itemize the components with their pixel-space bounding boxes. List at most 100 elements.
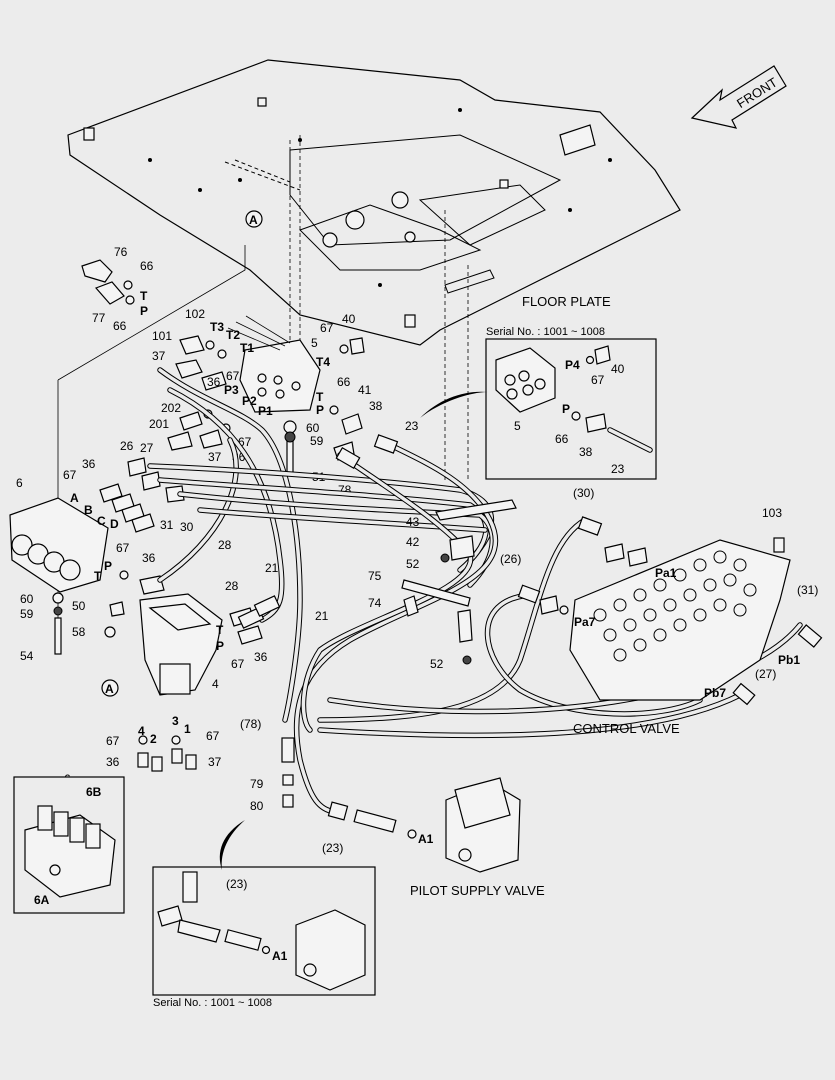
svg-text:66: 66: [113, 319, 127, 333]
svg-text:5: 5: [514, 419, 521, 433]
svg-text:B: B: [84, 503, 93, 517]
svg-text:6B: 6B: [86, 785, 102, 799]
svg-text:A: A: [70, 491, 79, 505]
svg-text:A1: A1: [418, 832, 434, 846]
svg-text:28: 28: [218, 538, 232, 552]
pilot-supply-valve: A1 PILOT SUPPLY VALVE: [407, 777, 545, 898]
svg-text:103: 103: [762, 506, 782, 520]
svg-text:38: 38: [369, 399, 383, 413]
svg-text:Pa7: Pa7: [574, 615, 596, 629]
inset-solenoid-6: 6 6B 6A: [13, 772, 125, 914]
svg-text:52: 52: [406, 557, 420, 571]
svg-text:P: P: [216, 639, 224, 653]
svg-text:26: 26: [120, 439, 134, 453]
svg-text:1: 1: [184, 722, 191, 736]
svg-text:Serial No. : 1001 ~ 1008: Serial No. : 1001 ~ 1008: [486, 326, 605, 338]
svg-text:74: 74: [368, 596, 382, 610]
svg-text:4: 4: [212, 677, 219, 691]
svg-text:T: T: [140, 289, 148, 303]
svg-text:3: 3: [172, 714, 179, 728]
svg-text:60: 60: [306, 421, 320, 435]
svg-text:(26): (26): [500, 552, 521, 566]
svg-text:T: T: [316, 390, 324, 404]
svg-text:59: 59: [20, 607, 34, 621]
svg-text:36: 36: [254, 650, 268, 664]
svg-text:36: 36: [82, 457, 96, 471]
svg-text:66: 66: [140, 259, 154, 273]
fittings-101-102: 102 101 37 36 67: [152, 307, 240, 391]
svg-text:80: 80: [250, 799, 264, 813]
svg-text:Pb1: Pb1: [778, 653, 800, 667]
svg-text:36: 36: [142, 551, 156, 565]
front-arrow: FRONT: [690, 65, 787, 129]
svg-text:A: A: [105, 682, 114, 696]
svg-text:27: 27: [140, 441, 154, 455]
svg-text:(30): (30): [573, 486, 594, 500]
svg-text:A1: A1: [272, 949, 288, 963]
svg-text:59: 59: [310, 434, 324, 448]
svg-text:40: 40: [611, 362, 625, 376]
svg-text:67: 67: [206, 729, 220, 743]
svg-text:67: 67: [106, 734, 120, 748]
svg-text:67: 67: [231, 657, 245, 671]
svg-text:79: 79: [250, 777, 264, 791]
svg-text:P: P: [562, 402, 570, 416]
svg-text:67: 67: [320, 321, 334, 335]
pilot-valve-4: 50 58 4 A T P 67 36: [72, 593, 268, 697]
svg-text:40: 40: [342, 312, 356, 326]
svg-text:102: 102: [185, 307, 205, 321]
svg-text:(23): (23): [322, 841, 343, 855]
svg-text:37: 37: [208, 755, 222, 769]
svg-text:P3: P3: [224, 383, 239, 397]
svg-text:66: 66: [555, 432, 569, 446]
svg-text:T2: T2: [226, 328, 240, 342]
svg-text:23: 23: [405, 419, 419, 433]
svg-text:30: 30: [180, 520, 194, 534]
svg-text:101: 101: [152, 329, 172, 343]
svg-text:67: 67: [226, 369, 240, 383]
pilot-valve-ports: 4 2 3 1 67 67 36 37: [106, 714, 222, 772]
svg-text:38: 38: [579, 445, 593, 459]
svg-text:60: 60: [20, 592, 34, 606]
svg-text:21: 21: [265, 561, 279, 575]
marker-a-top: A: [245, 210, 263, 228]
svg-text:6: 6: [16, 476, 23, 490]
pilot-supply-valve-caption: PILOT SUPPLY VALVE: [410, 883, 545, 898]
svg-text:43: 43: [406, 515, 420, 529]
solenoid-valve-6: 6 67 36 A B C D 67 36 P T 26 27 31 30 60…: [9, 439, 194, 663]
svg-text:P2: P2: [242, 394, 257, 408]
svg-text:(31): (31): [797, 583, 818, 597]
svg-text:67: 67: [591, 373, 605, 387]
svg-text:P4: P4: [565, 358, 580, 372]
svg-text:6A: 6A: [34, 893, 50, 907]
inset-serial-top: Serial No. : 1001 ~ 1008 P4 40 67 5 P 66…: [485, 326, 657, 480]
svg-text:T4: T4: [316, 355, 330, 369]
svg-text:(78): (78): [240, 717, 261, 731]
svg-text:50: 50: [72, 599, 86, 613]
svg-text:42: 42: [406, 535, 420, 549]
fittings-40-67: 67 40: [320, 312, 365, 355]
svg-text:75: 75: [368, 569, 382, 583]
inset-pointer-arrow-bottom: [219, 820, 245, 870]
svg-text:P: P: [140, 304, 148, 318]
svg-text:T1: T1: [240, 341, 254, 355]
svg-text:4: 4: [138, 724, 145, 738]
svg-text:28: 28: [225, 579, 239, 593]
svg-text:58: 58: [72, 625, 86, 639]
svg-text:P: P: [104, 559, 112, 573]
svg-text:77: 77: [92, 311, 106, 325]
inset-pointer-arrow: [420, 391, 488, 418]
svg-text:Serial No. : 1001 ~ 1008: Serial No. : 1001 ~ 1008: [153, 997, 272, 1009]
svg-text:31: 31: [160, 518, 174, 532]
svg-text:D: D: [110, 517, 119, 531]
svg-text:C: C: [97, 514, 106, 528]
manifold-block-5: T3 T2 T1 5 T4 P3 P2 P1 T P 60 59 51: [210, 315, 330, 484]
svg-text:37: 37: [208, 450, 222, 464]
floor-plate: FLOOR PLATE: [67, 59, 681, 346]
svg-text:Pa1: Pa1: [655, 566, 677, 580]
svg-text:(23): (23): [226, 877, 247, 891]
svg-text:54: 54: [20, 649, 34, 663]
brackets: 43 42 52 75 74 52: [368, 499, 517, 671]
svg-text:Pb7: Pb7: [704, 686, 726, 700]
svg-text:41: 41: [358, 383, 372, 397]
